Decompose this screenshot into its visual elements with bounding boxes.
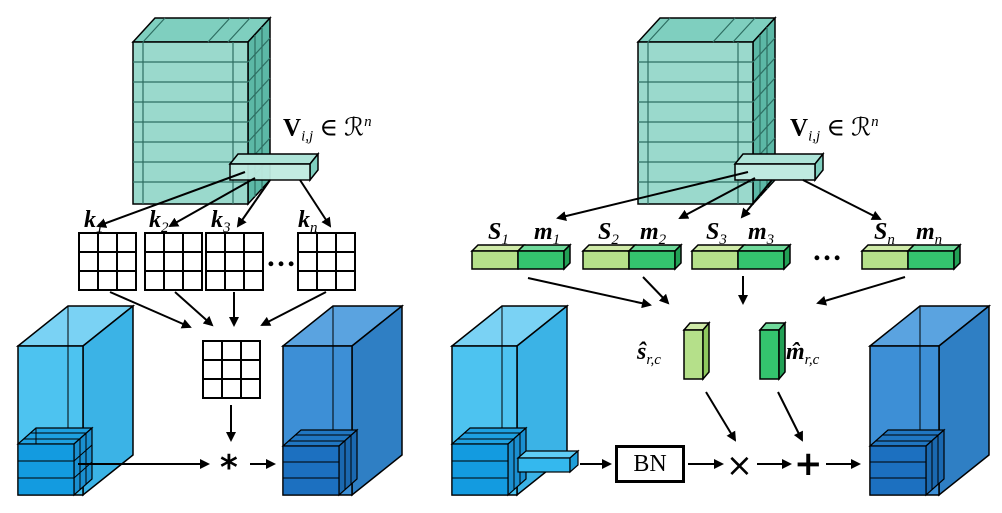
kernel-grids-left [78, 232, 356, 291]
kernel-label-n: kn [298, 207, 318, 236]
shift-label-n: mn [916, 219, 943, 248]
input-feature-map-right [449, 304, 580, 497]
scale-label-2: S2 [598, 219, 619, 248]
shift-label-2: m2 [640, 219, 667, 248]
param-pair-n [860, 243, 962, 271]
kernel-label-3: k3 [211, 207, 231, 236]
output-feature-map-left [280, 304, 405, 497]
kernel-grid-2 [144, 232, 203, 291]
kernel-ellipsis: … [266, 240, 296, 273]
m-hat-to-plus-arrow [777, 391, 803, 442]
s-hat-label: ŝr,c [637, 339, 661, 368]
param-ellipsis: … [812, 234, 842, 267]
scale-label-3: S3 [706, 219, 727, 248]
s-hat-bar [682, 320, 711, 382]
vector-vij-label-left: Vi,j ∈ ℛn [283, 114, 372, 145]
vector-to-param-arrows [556, 171, 882, 221]
scale-label-n: Sn [874, 219, 895, 248]
kernel-grid-n [297, 232, 356, 291]
multiply-operator: × [726, 446, 753, 484]
vector-vij-left [228, 151, 320, 183]
param-pair-bars [470, 243, 962, 271]
scale-label-1: S1 [488, 219, 509, 248]
kernel-merge-arrows [109, 291, 327, 329]
kernel-grid-1 [78, 232, 137, 291]
param-pair-1 [470, 243, 572, 271]
vector-to-kernel-arrows-left [96, 171, 332, 228]
param-pair-3 [690, 243, 792, 271]
weight-tensor-left [131, 16, 272, 206]
kernel-label-2: k2 [149, 207, 169, 236]
batch-norm-box: BN [615, 445, 685, 483]
param-pair-2 [581, 243, 683, 271]
convolution-operator: * [220, 448, 238, 488]
m-hat-label: m̂r,c [786, 339, 820, 368]
shift-label-1: m1 [534, 219, 561, 248]
output-feature-map-right [867, 304, 992, 497]
kernel-label-1: k1 [84, 207, 104, 236]
s-hat-to-times-arrow [705, 391, 737, 442]
shift-label-3: m3 [748, 219, 775, 248]
vector-vij-right [733, 151, 825, 183]
m-hat-bar [758, 320, 787, 382]
combined-kernel-grid [202, 340, 261, 399]
input-feature-map-left [15, 304, 136, 497]
add-operator: + [794, 444, 823, 484]
param-merge-arrows [527, 276, 906, 309]
kernel-grid-3 [205, 232, 264, 291]
vector-vij-label-right: Vi,j ∈ ℛn [790, 114, 879, 145]
